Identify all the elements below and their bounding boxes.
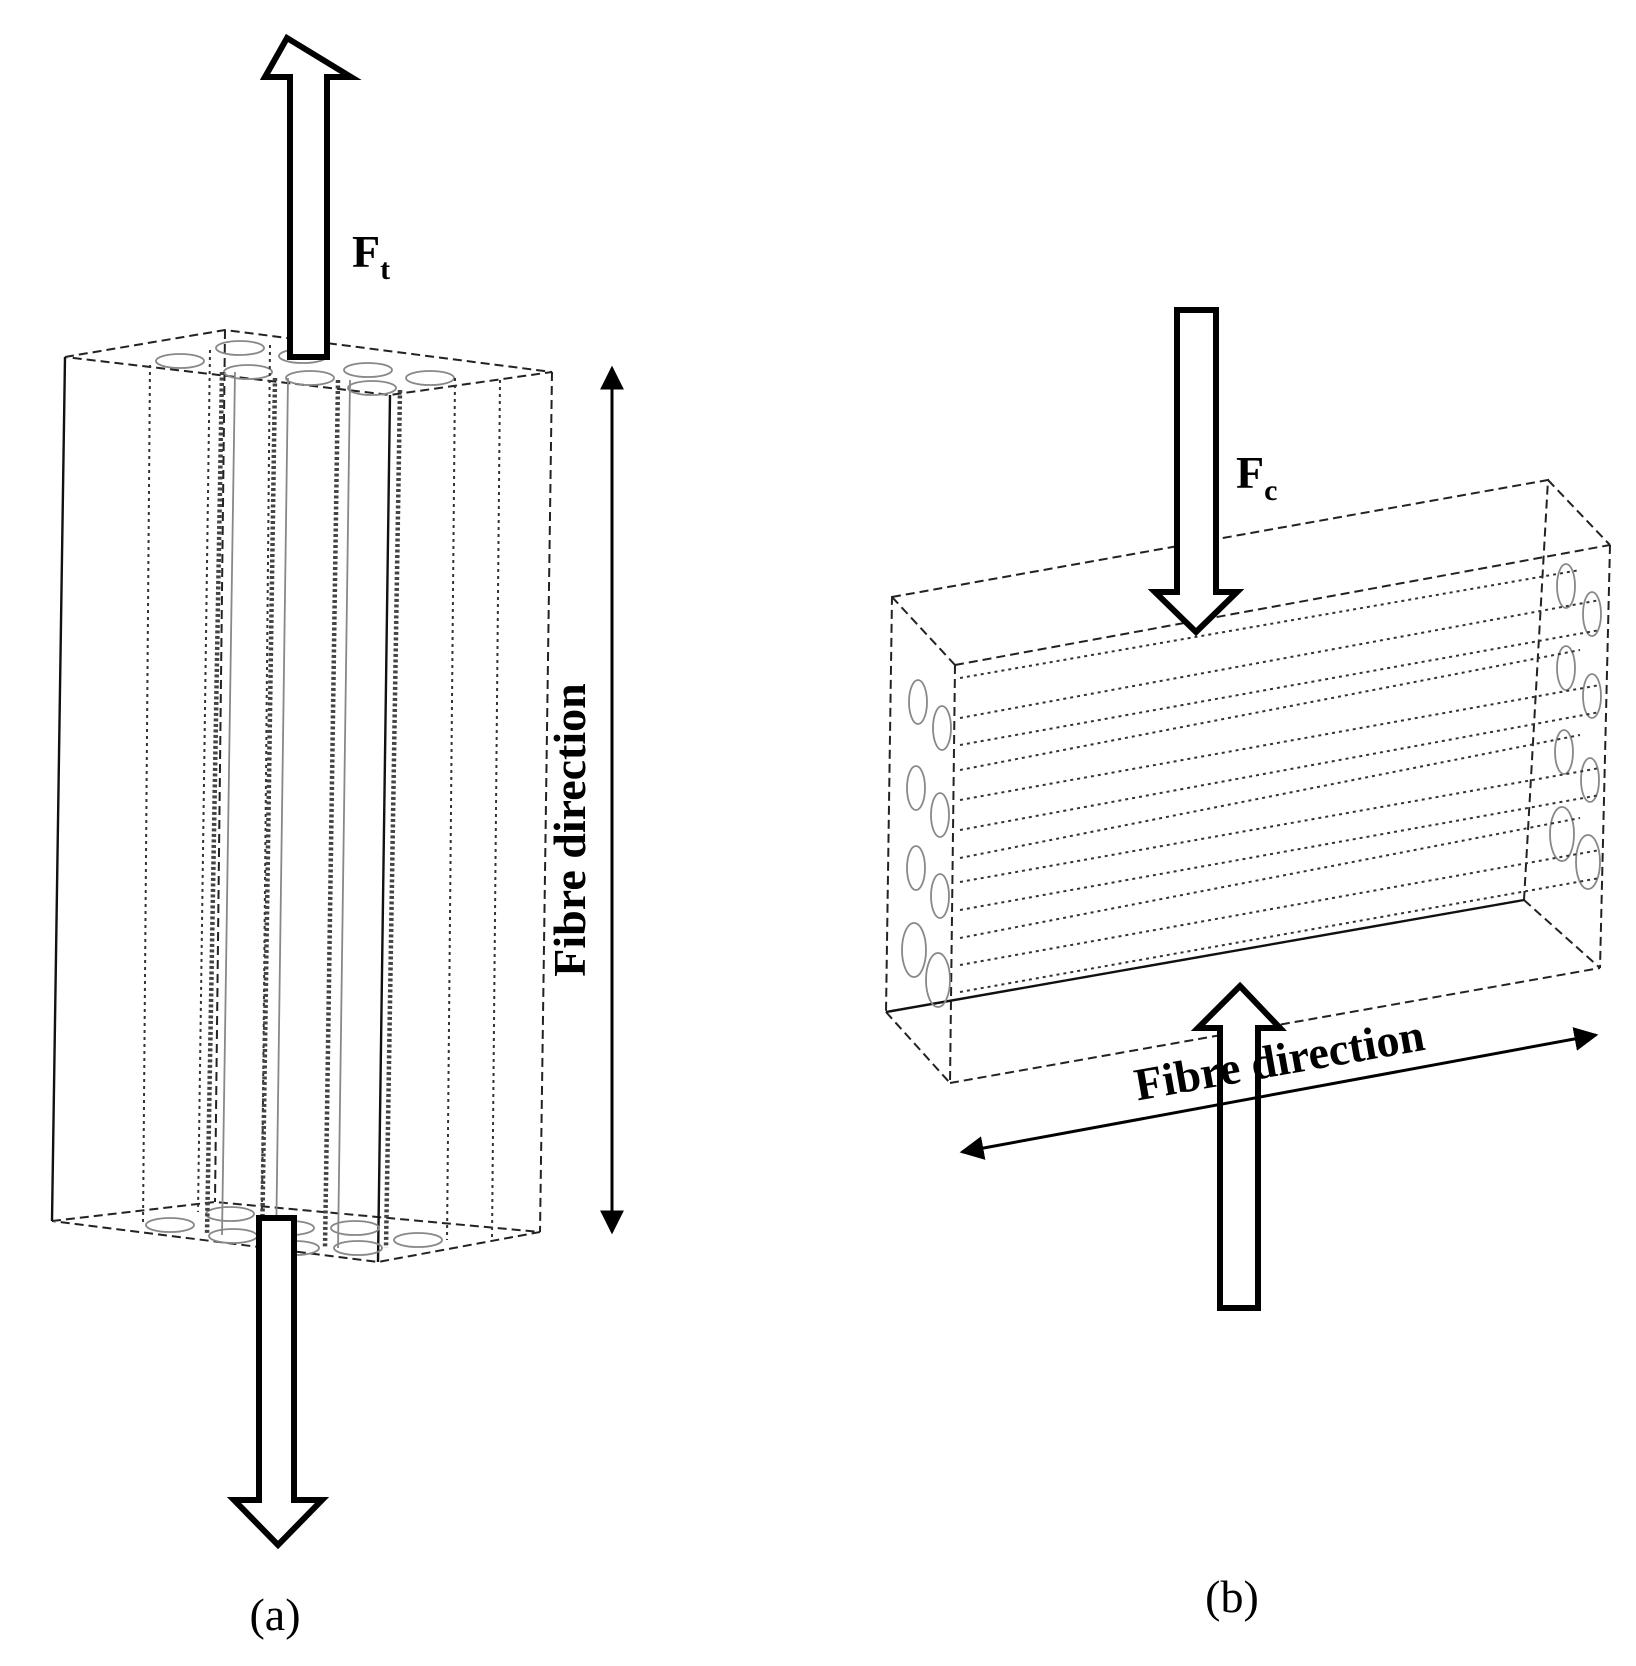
panel-b-right-fibre-ends <box>1549 563 1602 890</box>
panel-a-bottom-force-arrow <box>226 1215 330 1550</box>
panel-a-caption: (a) <box>249 1589 300 1640</box>
panel-a-force-subscript: t <box>380 253 390 286</box>
panel-a-force-label: Ft <box>352 226 390 286</box>
panel-b: Fc Fibre direction (b) <box>884 307 1611 1622</box>
panel-b-block <box>884 478 1611 1084</box>
panel-a-fibre-direction-label: Fibre direction <box>544 683 595 976</box>
panel-a-block <box>50 328 553 1264</box>
panel-b-force-subscript: c <box>1264 474 1277 507</box>
panel-b-top-force-arrow <box>1147 307 1245 637</box>
panel-b-force-label: Fc <box>1236 447 1277 507</box>
panel-b-fibres <box>959 569 1601 993</box>
panel-b-bottom-force-arrow <box>1190 981 1287 1311</box>
panel-b-left-fibre-ends <box>901 679 952 1008</box>
panel-a-force-symbol: F <box>352 226 380 277</box>
panel-a: Ft Fibre direction (a) <box>50 33 624 1640</box>
panel-a-top-force-arrow <box>259 33 362 360</box>
panel-a-fibres <box>142 344 501 1249</box>
panel-b-fibre-direction-arrow <box>959 1027 1599 1160</box>
panel-b-caption: (b) <box>1205 1571 1259 1622</box>
panel-b-force-symbol: F <box>1236 447 1264 498</box>
